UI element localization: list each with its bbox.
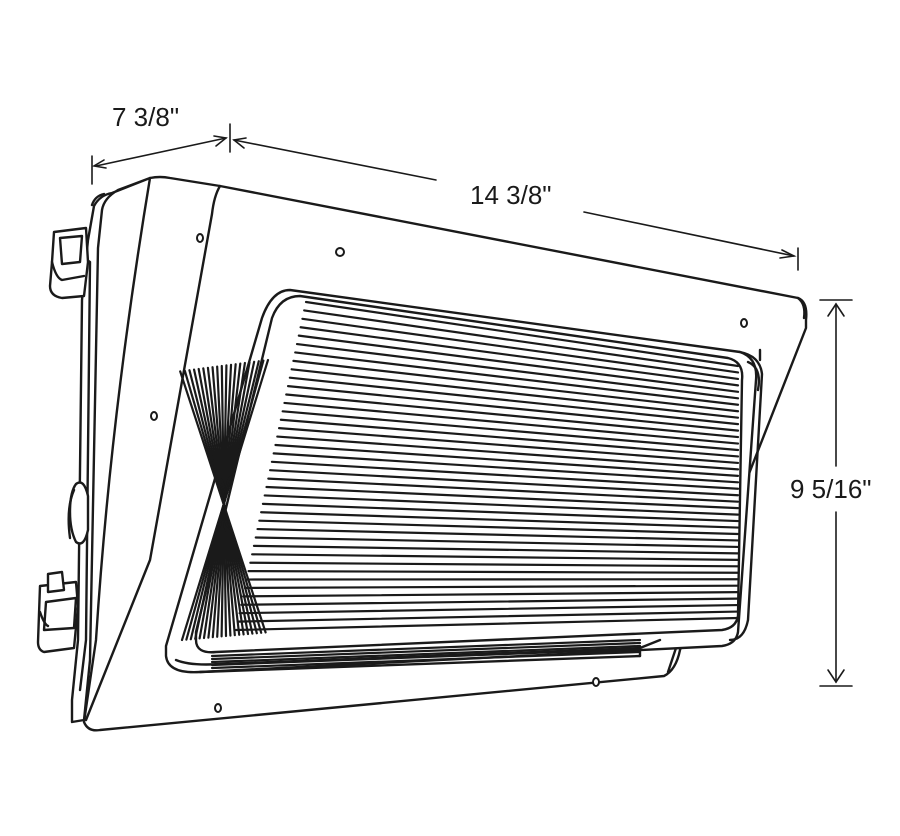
front-louver-slat	[295, 342, 740, 400]
front-louver-slat	[269, 469, 740, 497]
lower-mounting-bracket	[36, 570, 80, 654]
front-louver-slat	[304, 300, 740, 368]
front-louver-slat	[267, 477, 740, 503]
height-dimension-label: 9 5/16"	[790, 474, 872, 504]
front-louver-slat	[258, 519, 740, 536]
dimension-depth: 7 3/8"	[91, 102, 231, 185]
dimension-width: 14 3/8"	[232, 137, 799, 271]
front-louver-slat	[254, 536, 740, 549]
front-louver-slat	[242, 591, 740, 598]
screw-hole	[196, 233, 204, 243]
side-louvers	[179, 358, 270, 642]
front-louver-slat	[294, 351, 740, 406]
bottom-louvers	[210, 638, 642, 670]
bottom-louver-slat	[210, 650, 642, 670]
front-louver-slat	[292, 359, 740, 413]
depth-dimension-label: 7 3/8"	[112, 102, 179, 132]
front-louver-slat	[263, 494, 740, 516]
front-louver-slat	[247, 570, 740, 574]
screw-hole	[592, 677, 600, 687]
front-louver-slat	[238, 603, 740, 615]
front-louver-slat	[256, 527, 740, 542]
bottom-louver-slat	[210, 638, 642, 658]
front-louver-slat	[249, 561, 740, 568]
front-louver-slat	[252, 544, 740, 555]
front-louver-slat	[276, 435, 740, 471]
front-louver-slat	[290, 368, 740, 419]
front-louver-slat	[251, 553, 740, 561]
front-louver-slat	[272, 452, 740, 484]
front-louver-slat	[283, 401, 740, 445]
screw-hole	[214, 703, 222, 713]
dimension-height: 9 5/16"	[790, 299, 872, 687]
front-louver-slat	[286, 385, 740, 432]
front-louver-slat	[243, 584, 740, 590]
front-louver-slat	[270, 460, 740, 490]
bottom-louver-slat	[210, 644, 642, 664]
conduit-fitting	[67, 481, 90, 545]
front-louver-slat	[260, 511, 740, 529]
front-louver-slat	[277, 427, 740, 465]
front-louver-slat	[236, 610, 740, 623]
front-louver-slat	[261, 502, 740, 523]
width-dimension-label: 14 3/8"	[470, 180, 552, 210]
front-louver-slat	[234, 616, 740, 632]
front-louver-slat	[274, 443, 740, 477]
front-louver-slat	[288, 376, 740, 426]
screw-hole	[150, 411, 158, 421]
front-louver-slat	[265, 485, 740, 510]
front-louver-slat	[281, 410, 740, 452]
upper-mounting-bracket	[48, 226, 90, 300]
front-louver-slat	[301, 317, 740, 381]
screw-hole	[740, 318, 748, 328]
front-louver-slat	[285, 393, 740, 439]
screw-hole	[335, 247, 345, 257]
front-louver-slat	[303, 309, 740, 374]
front-louvers	[234, 300, 740, 632]
front-louver-slat	[240, 597, 740, 606]
front-louver-slat	[299, 326, 740, 387]
front-louver-slat	[297, 334, 740, 393]
bottom-louver-slat	[210, 641, 642, 661]
front-louver-slat	[279, 418, 740, 458]
housing-screws	[150, 233, 748, 713]
bottom-louver-slat	[210, 647, 642, 667]
